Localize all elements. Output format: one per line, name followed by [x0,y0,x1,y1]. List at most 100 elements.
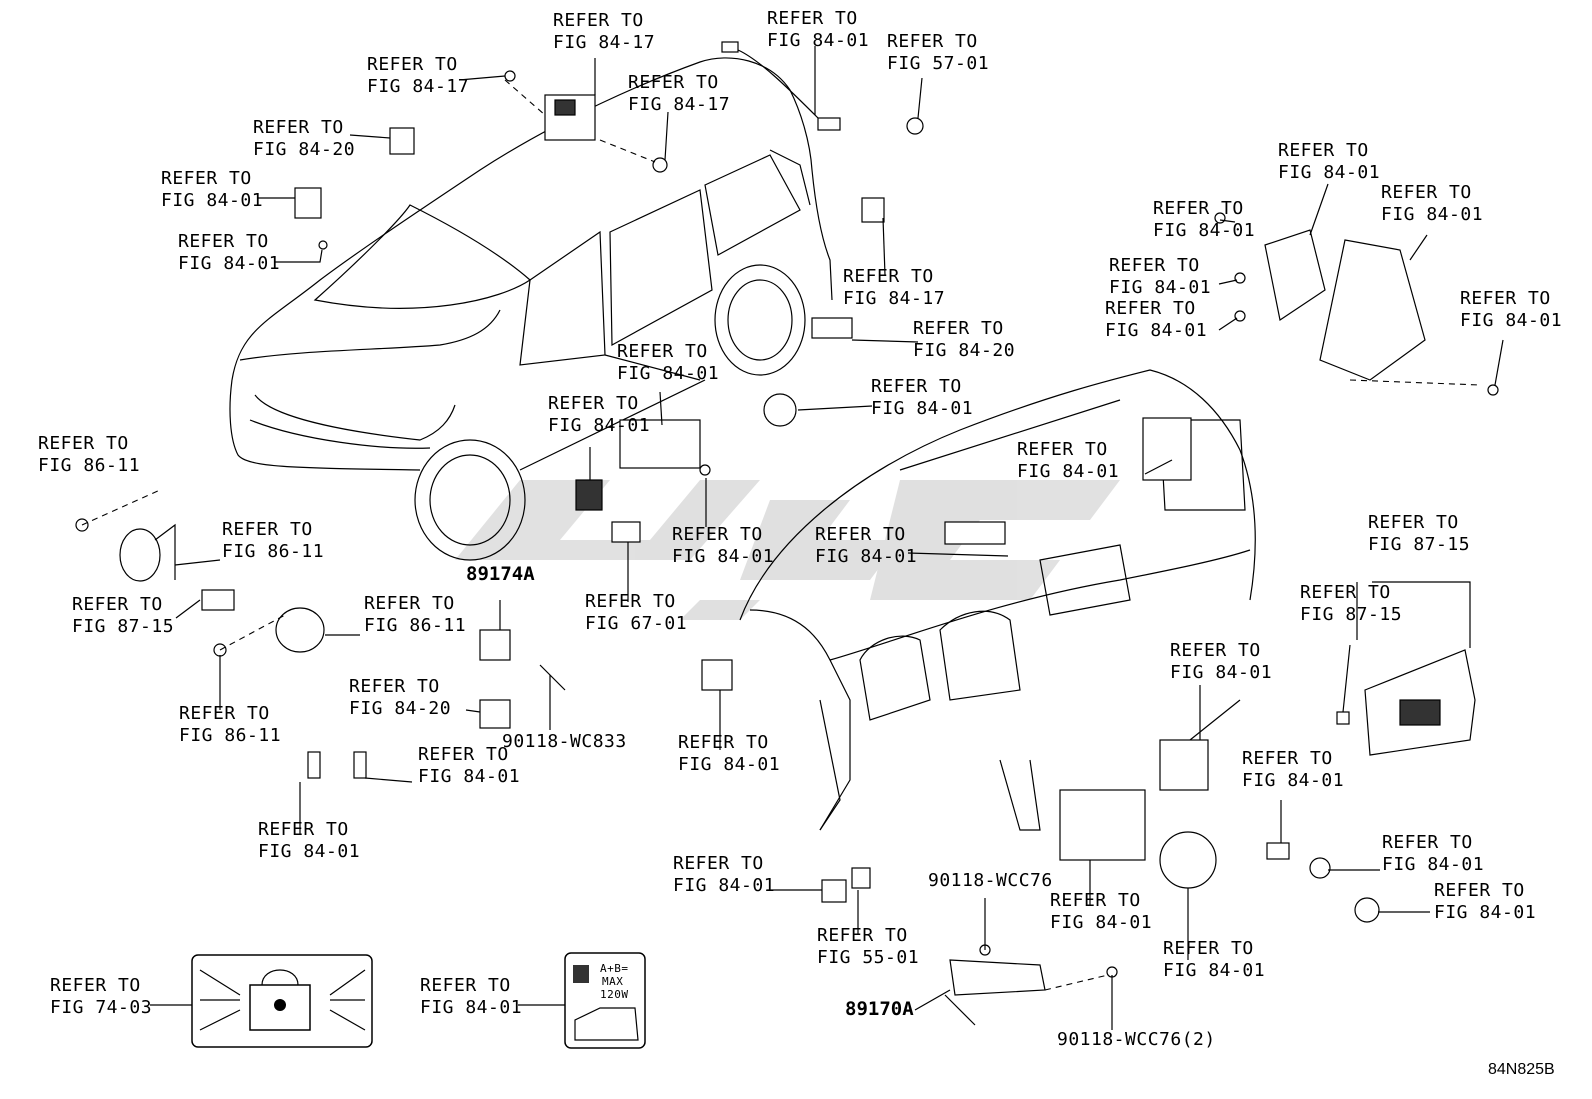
part-bolt-wc833 [539,664,566,691]
part-combo-lever [1189,699,1241,741]
part-89174A [479,629,511,661]
power-info-plate [564,952,646,1049]
watermark-logo [455,480,1120,620]
part-89170A [944,959,1046,1026]
part-horn-right [275,607,325,653]
vehicle-icon [574,1007,639,1041]
leader-dashed-89170A [1044,974,1109,991]
part-antenna-cable [721,41,841,131]
part-spiral-cable [1159,831,1217,889]
plate-text-line2: MAX [602,975,623,988]
part-number-89174A: 89174A [466,563,535,585]
part-clock-spring [1266,842,1290,860]
part-knob-a [1309,857,1331,879]
part-combo-switch [1159,739,1209,791]
diagram-code: 84N825B [1488,1061,1555,1078]
part-bolt-small [318,240,328,250]
part-knob-b [1354,897,1380,923]
lock-icon [274,999,286,1011]
plate-text-line3: 120W [600,988,629,1001]
part-nut-d [1487,384,1499,396]
part-ac-small [1336,711,1350,725]
part-number-90118-wc833: 90118-WC833 [502,731,627,752]
part-switch-mid [701,659,733,691]
part-ecu-bracket [1264,229,1481,386]
instrument-panel [739,369,1256,831]
power-plate-text: A+B= MAX 120W [600,962,629,1001]
part-switch-small [575,479,603,511]
part-horn-left [119,523,176,582]
part-number-90118-wcc76-2: 90118-WCC76(2) [1057,1029,1216,1050]
plate-text-line1: A+B= [600,962,629,975]
part-switch-lower [821,879,847,903]
part-ignition-switch [1059,789,1146,861]
security-warning-plate [191,954,373,1048]
part-nut-b [1234,272,1246,284]
part-relay-67-01 [611,521,641,543]
part-sensor-84-20c [479,699,511,729]
part-window-switch [619,419,701,469]
part-screw-center [699,464,711,476]
part-sensor-84-20b [811,317,853,339]
part-number-89170A: 89170A [845,998,914,1020]
part-clip-top [504,70,516,82]
part-sensor-87-15 [201,589,235,611]
part-lock-cylinder [763,393,797,427]
vehicle-outline [229,57,833,561]
part-ac-panel [1364,649,1476,756]
part-numbers: 89174A 90118-WC833 90118-WCC76 89170A 90… [466,563,1216,1050]
part-bulb-right [353,751,367,779]
leader-dashed-horn [81,489,161,526]
part-speaker-module [944,521,1006,545]
part-clip-roof [652,157,668,173]
part-sensor-right [861,197,885,223]
part-number-90118-wcc76: 90118-WCC76 [928,870,1053,891]
leader-lines [150,46,1504,1030]
leader-dashed-horn-right [219,614,286,651]
part-grommet [906,117,924,135]
part-switch-lower-b [851,867,871,889]
part-nut-c [1234,310,1246,322]
